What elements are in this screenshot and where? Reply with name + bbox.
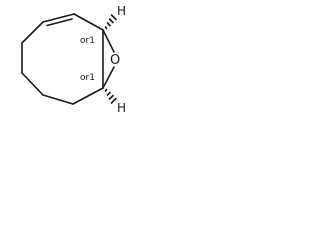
hash-line [104,26,108,30]
hash-line [106,91,111,96]
hashed-wedge-bottom [104,88,117,104]
oxygen-label: O [110,53,120,68]
hash-line [108,18,114,24]
hashed-wedge-top [104,14,117,30]
hash-line [110,97,117,104]
molecule-structure: H O H or1 or1 [21,4,126,115]
bond-c8-oxygen [102,66,115,89]
hydrogen-top-label: H [117,4,126,18]
bond-c7-c8 [72,87,104,105]
bond-c1-c2 [73,13,104,31]
hash-line [104,88,108,92]
bond-c2-c3-double-outer [42,13,75,23]
bond-c1-oxygen [102,29,115,53]
bond-c2-c3-double-inner [46,18,73,27]
hydrogen-bottom-label: H [117,101,126,115]
hash-line [108,94,114,100]
stereo-label-top: or1 [80,36,95,46]
bond-c6-c7 [42,94,74,105]
hash-line [106,22,111,27]
bond-c5-c6 [21,72,44,96]
ring-bonds [21,13,115,105]
stereo-label-bottom: or1 [80,73,95,83]
hash-line [110,14,117,21]
bond-c3-c4 [21,21,44,44]
